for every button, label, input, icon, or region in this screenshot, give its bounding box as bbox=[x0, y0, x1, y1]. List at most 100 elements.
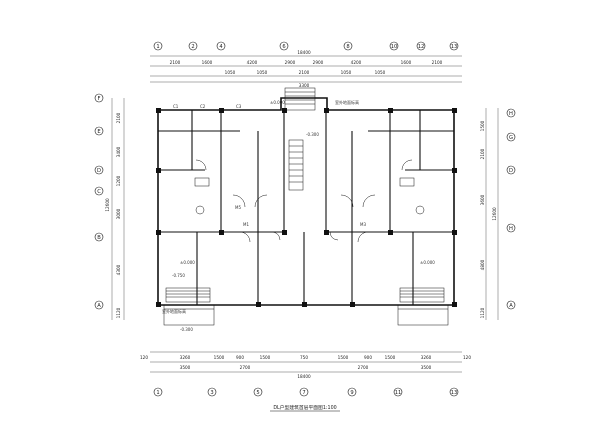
elev-mid: -0.300 bbox=[306, 132, 319, 137]
svg-text:1200: 1200 bbox=[116, 175, 121, 186]
svg-text:B: B bbox=[97, 235, 101, 241]
axis-top-10: 10 bbox=[391, 44, 398, 50]
svg-text:1050: 1050 bbox=[257, 70, 268, 75]
svg-text:1500: 1500 bbox=[260, 355, 271, 360]
svg-text:1120: 1120 bbox=[116, 307, 121, 318]
top-dims-row3: 1050 1050 2100 1050 1050 bbox=[225, 70, 386, 75]
elev-top: ±0.000 bbox=[270, 100, 285, 105]
svg-text:3600: 3600 bbox=[480, 194, 485, 205]
bottom-axis-labels: 1 3 5 7 9 11 13 bbox=[156, 390, 457, 396]
door-swings bbox=[195, 159, 413, 243]
svg-text:900: 900 bbox=[364, 355, 372, 360]
bottom-axis-markers bbox=[153, 387, 459, 397]
bottom-dimension-lines bbox=[150, 351, 462, 373]
svg-text:900: 900 bbox=[236, 355, 244, 360]
svg-text:1050: 1050 bbox=[225, 70, 236, 75]
axis-top-2: 2 bbox=[191, 44, 194, 50]
svg-text:1: 1 bbox=[156, 390, 159, 396]
door-m3: M3 bbox=[360, 222, 366, 227]
axis-top-6: 6 bbox=[282, 44, 285, 50]
win-c3: C3 bbox=[236, 104, 242, 109]
svg-text:2100: 2100 bbox=[299, 70, 310, 75]
svg-text:A: A bbox=[509, 303, 513, 309]
svg-text:3260: 3260 bbox=[421, 355, 432, 360]
top-dims-row1: 2100 1600 4200 4200 1600 2100 bbox=[170, 60, 443, 65]
svg-text:1050: 1050 bbox=[375, 70, 386, 75]
axis-top-12: 12 bbox=[418, 44, 425, 50]
axis-top-1: 1 bbox=[156, 44, 159, 50]
bottom-dims-row1: 3260 1500 900 1500 750 1500 900 1500 326… bbox=[180, 355, 432, 360]
svg-text:1600: 1600 bbox=[401, 60, 412, 65]
svg-text:H: H bbox=[509, 226, 513, 232]
left-axis-markers bbox=[94, 93, 104, 310]
left-dimension-lines bbox=[111, 98, 125, 320]
svg-text:3500: 3500 bbox=[421, 365, 432, 370]
svg-text:2100: 2100 bbox=[480, 148, 485, 159]
svg-text:3400: 3400 bbox=[116, 146, 121, 157]
central-staircase bbox=[284, 87, 316, 191]
svg-text:11: 11 bbox=[395, 390, 402, 396]
left-dims: 2100 3400 1200 3000 4300 1120 12600 bbox=[105, 112, 121, 318]
svg-text:4200: 4200 bbox=[247, 60, 258, 65]
svg-text:2900: 2900 bbox=[313, 60, 324, 65]
top-axis-markers bbox=[153, 41, 459, 51]
elev-bottom: -0.300 bbox=[180, 327, 193, 332]
right-axis-labels: H G D H A bbox=[509, 111, 513, 309]
stair-dim-top: 3300 bbox=[299, 83, 310, 88]
svg-text:2700: 2700 bbox=[240, 365, 251, 370]
svg-text:F: F bbox=[98, 96, 101, 102]
right-dimension-lines bbox=[485, 108, 499, 320]
axis-top-4: 4 bbox=[219, 44, 223, 50]
svg-text:C: C bbox=[97, 189, 101, 195]
total-width-top: 18400 bbox=[297, 50, 311, 55]
note-bottom: 室外地面标高 bbox=[162, 308, 186, 314]
elev-room1: ±0.000 bbox=[180, 260, 195, 265]
svg-text:1600: 1600 bbox=[202, 60, 213, 65]
svg-text:1120: 1120 bbox=[480, 307, 485, 318]
annotations: ±0.000 -0.300 ±0.000 ±0.000 -0.750 -0.30… bbox=[162, 99, 435, 332]
right-dims: 1500 2100 3600 4800 1120 12600 bbox=[480, 120, 497, 318]
svg-text:3500: 3500 bbox=[180, 365, 191, 370]
svg-text:D: D bbox=[97, 168, 101, 174]
right-total: 12600 bbox=[492, 207, 497, 221]
svg-text:4200: 4200 bbox=[351, 60, 362, 65]
svg-text:9: 9 bbox=[350, 390, 353, 396]
svg-text:2100: 2100 bbox=[170, 60, 181, 65]
svg-text:3260: 3260 bbox=[180, 355, 191, 360]
svg-text:1500: 1500 bbox=[480, 120, 485, 131]
svg-text:3000: 3000 bbox=[116, 208, 121, 219]
drawing-title: DL户型建筑首层平面图1:100 bbox=[273, 404, 336, 411]
door-m5: M5 bbox=[235, 205, 241, 210]
axis-top-8: 8 bbox=[346, 44, 349, 50]
svg-text:2700: 2700 bbox=[358, 365, 369, 370]
top-dimension-lines bbox=[150, 55, 462, 83]
svg-text:2100: 2100 bbox=[432, 60, 443, 65]
bottom-end-right: 120 bbox=[463, 355, 471, 360]
svg-text:1500: 1500 bbox=[385, 355, 396, 360]
top-axis-labels: 1 2 4 6 8 10 12 13 bbox=[156, 44, 457, 50]
interior-walls bbox=[158, 110, 454, 305]
svg-text:1050: 1050 bbox=[341, 70, 352, 75]
svg-text:D: D bbox=[509, 168, 513, 174]
total-width-bottom: 18400 bbox=[297, 374, 311, 379]
front-steps bbox=[163, 287, 449, 326]
left-total: 12600 bbox=[105, 198, 110, 212]
svg-text:5: 5 bbox=[256, 390, 259, 396]
right-axis-markers bbox=[506, 108, 516, 310]
door-m1: M1 bbox=[243, 222, 249, 227]
svg-text:2100: 2100 bbox=[116, 112, 121, 123]
fixtures bbox=[194, 177, 425, 215]
exterior-walls bbox=[157, 97, 455, 306]
svg-text:3: 3 bbox=[210, 390, 213, 396]
svg-text:2900: 2900 bbox=[285, 60, 296, 65]
svg-text:7: 7 bbox=[302, 390, 305, 396]
structural-columns bbox=[156, 108, 457, 307]
svg-text:4300: 4300 bbox=[116, 264, 121, 275]
left-axis-labels: F E D C B A bbox=[97, 96, 101, 309]
svg-text:750: 750 bbox=[300, 355, 308, 360]
svg-text:1500: 1500 bbox=[214, 355, 225, 360]
bottom-end-left: 120 bbox=[140, 355, 148, 360]
top-dims-row2: 2900 2900 bbox=[285, 60, 324, 65]
elev-room2: ±0.000 bbox=[420, 260, 435, 265]
